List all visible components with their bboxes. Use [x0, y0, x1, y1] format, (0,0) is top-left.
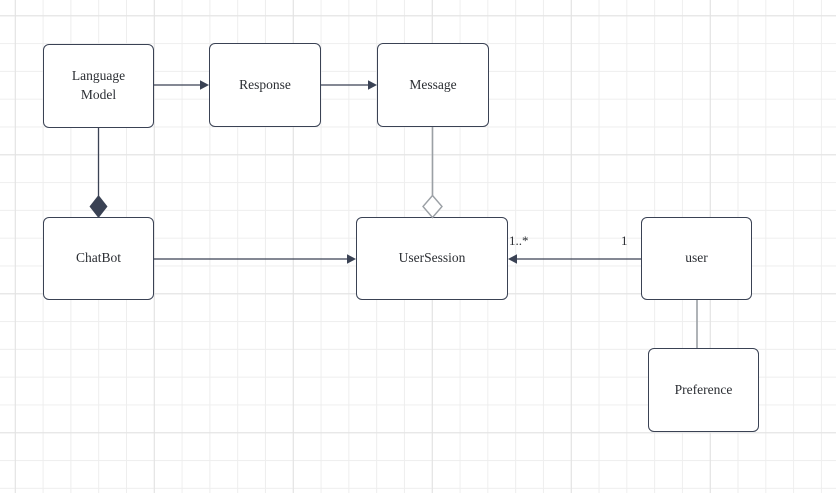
aggregation-diamond-icon: [422, 194, 443, 219]
edge-chatbot-usersession[interactable]: [154, 254, 356, 264]
node-label: Language Model: [71, 68, 126, 102]
arrowhead-icon: [368, 80, 377, 90]
node-label: Message: [409, 76, 457, 92]
edge-user-usersession[interactable]: [508, 254, 641, 264]
node-chatbot[interactable]: ChatBot: [43, 217, 154, 300]
composition-diamond-icon: [89, 195, 108, 218]
node-language-model[interactable]: Language Model: [43, 44, 154, 128]
node-label: Response: [239, 76, 291, 92]
node-user-session[interactable]: UserSession: [356, 217, 508, 300]
node-preference[interactable]: Preference: [648, 348, 759, 432]
arrowhead-icon: [200, 80, 209, 90]
edge-message-usersession-aggregation[interactable]: [422, 127, 443, 219]
node-label: user: [685, 250, 708, 266]
arrowhead-icon: [347, 254, 356, 264]
edge-response-message[interactable]: [321, 80, 377, 90]
multiplicity-label-usersession: 1..*: [509, 233, 529, 248]
node-response[interactable]: Response: [209, 43, 321, 127]
multiplicity-label-user: 1: [621, 233, 628, 248]
node-label: UserSession: [398, 250, 466, 266]
node-message[interactable]: Message: [377, 43, 489, 127]
node-label: Preference: [674, 381, 733, 397]
edge-languagemodel-response[interactable]: [154, 80, 209, 90]
edge-languagemodel-chatbot-composition[interactable]: [89, 127, 108, 218]
node-user[interactable]: user: [641, 217, 752, 300]
arrowhead-icon: [508, 254, 517, 264]
node-label: ChatBot: [75, 250, 121, 266]
